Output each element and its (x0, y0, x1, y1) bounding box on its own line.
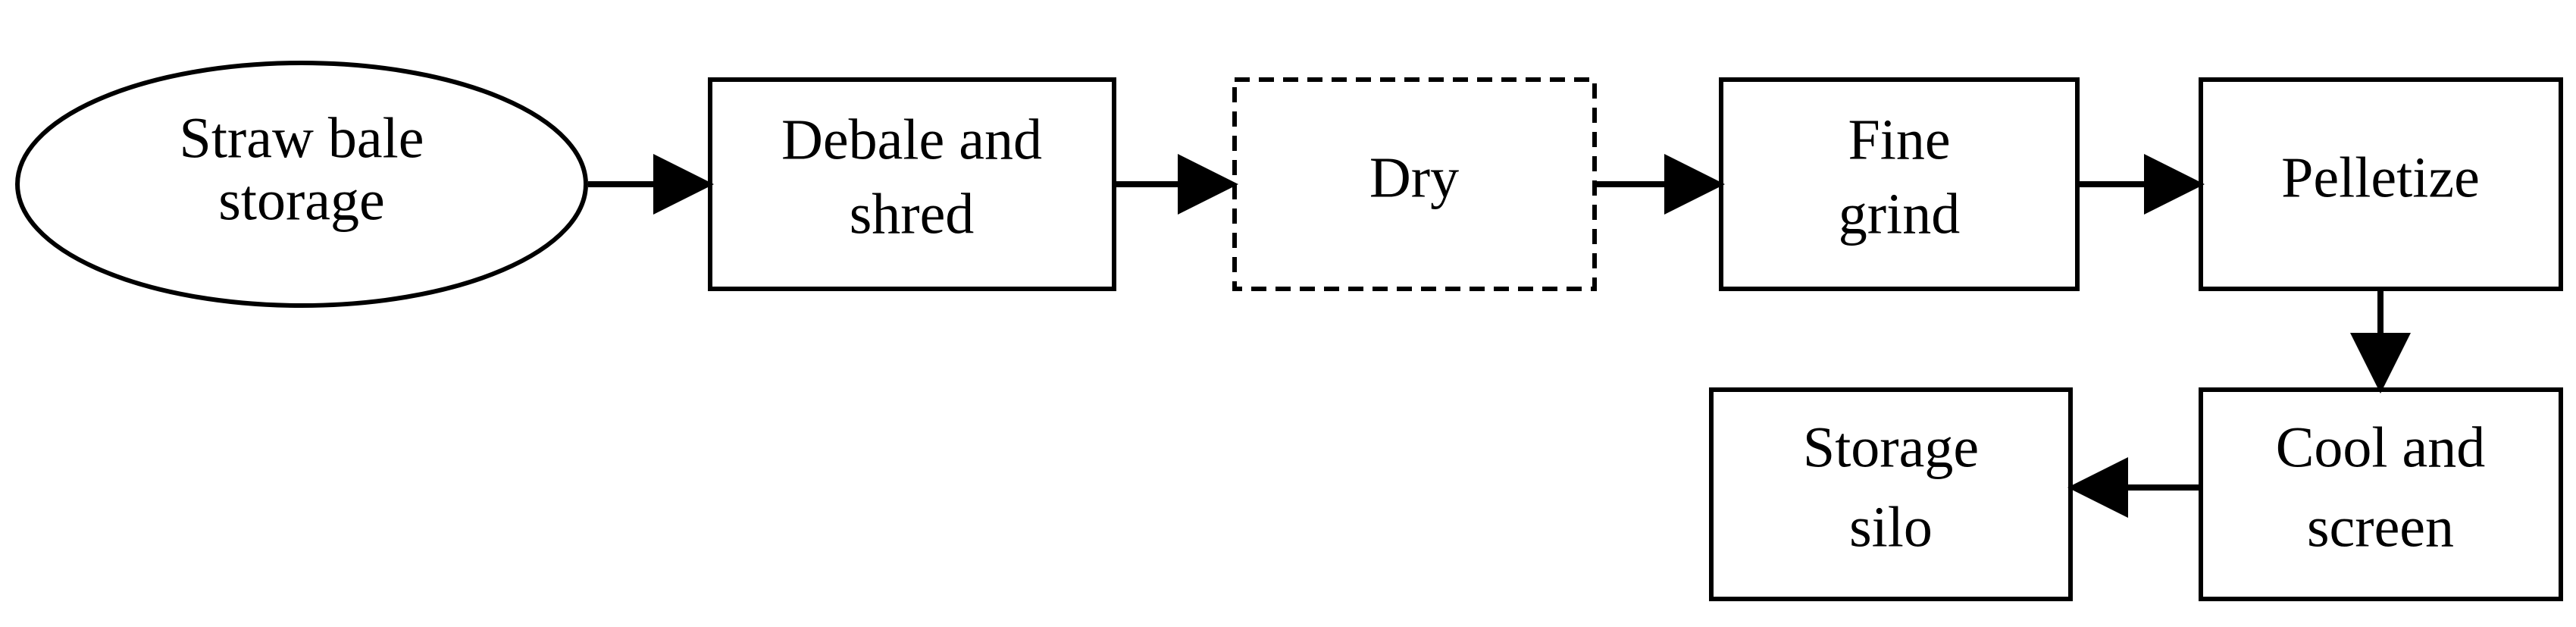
node-cool-and-screen: Cool and screen (2199, 387, 2563, 601)
node-fine-grind-line-1: Fine (1848, 108, 1950, 171)
node-fine-grind-line-2: grind (1839, 182, 1960, 246)
node-storage-silo-line-2: silo (1849, 495, 1933, 559)
node-dry-label: Dry (1369, 146, 1459, 209)
node-storage-silo-line-1: Storage (1803, 415, 1979, 479)
node-storage-silo: Storage silo (1709, 387, 2073, 601)
node-pelletize-label: Pelletize (2281, 146, 2480, 209)
node-straw-bale-storage: Straw bale storage (15, 61, 588, 308)
node-straw-bale-storage-line-2: storage (218, 168, 384, 232)
node-cool-and-screen-line-2: screen (2307, 495, 2454, 559)
node-pelletize: Pelletize (2199, 77, 2563, 291)
node-debale-and-shred-line-2: shred (850, 182, 975, 246)
node-dry: Dry (1232, 77, 1597, 291)
node-fine-grind: Fine grind (1719, 77, 2080, 291)
node-cool-and-screen-line-1: Cool and (2276, 415, 2486, 479)
node-debale-and-shred-line-1: Debale and (781, 108, 1042, 171)
node-straw-bale-storage-line-1: Straw bale (180, 106, 424, 170)
node-debale-and-shred: Debale and shred (708, 77, 1116, 291)
